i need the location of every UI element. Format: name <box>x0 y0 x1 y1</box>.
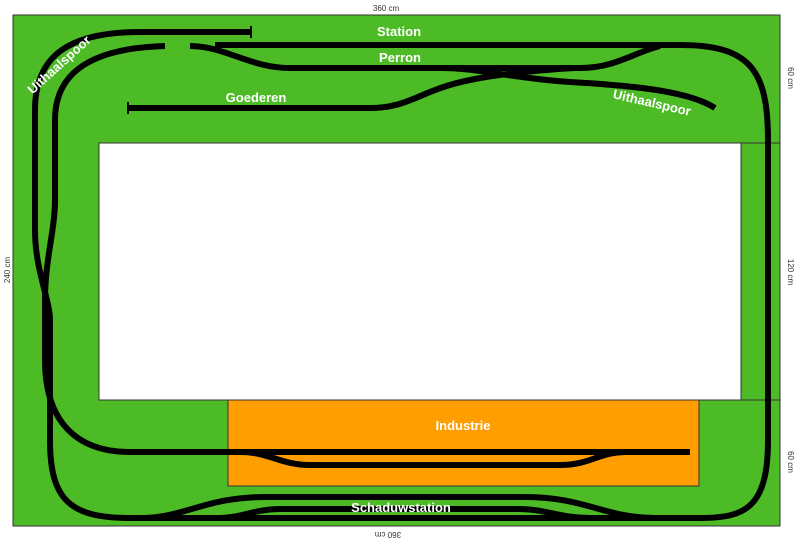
dimension-right-top: 60 cm <box>786 67 795 89</box>
dimension-right-bottom: 60 cm <box>786 451 795 473</box>
uithaalspoor-right-track <box>439 65 717 111</box>
dimension-bottom: 360 cm <box>375 530 402 539</box>
schaduwstation-track-2 <box>219 506 591 521</box>
label-goederen: Goederen <box>226 90 287 105</box>
center-panel <box>98 142 742 401</box>
main-loop-outer <box>32 29 771 521</box>
perron-track <box>189 43 661 71</box>
dimension-top: 360 cm <box>373 4 400 13</box>
schaduwstation-track-1 <box>139 494 656 521</box>
goederen-track <box>128 65 576 111</box>
industry-area <box>227 399 700 487</box>
dimension-left: 240 cm <box>3 257 12 284</box>
industry-siding <box>239 449 626 468</box>
label-industrie: Industrie <box>436 418 491 433</box>
dimension-right-middle: 120 cm <box>786 259 795 286</box>
main-loop-inner <box>42 43 690 455</box>
label-station: Station <box>377 24 421 39</box>
label-schaduwstation: Schaduwstation <box>351 500 451 515</box>
label-perron: Perron <box>379 50 421 65</box>
